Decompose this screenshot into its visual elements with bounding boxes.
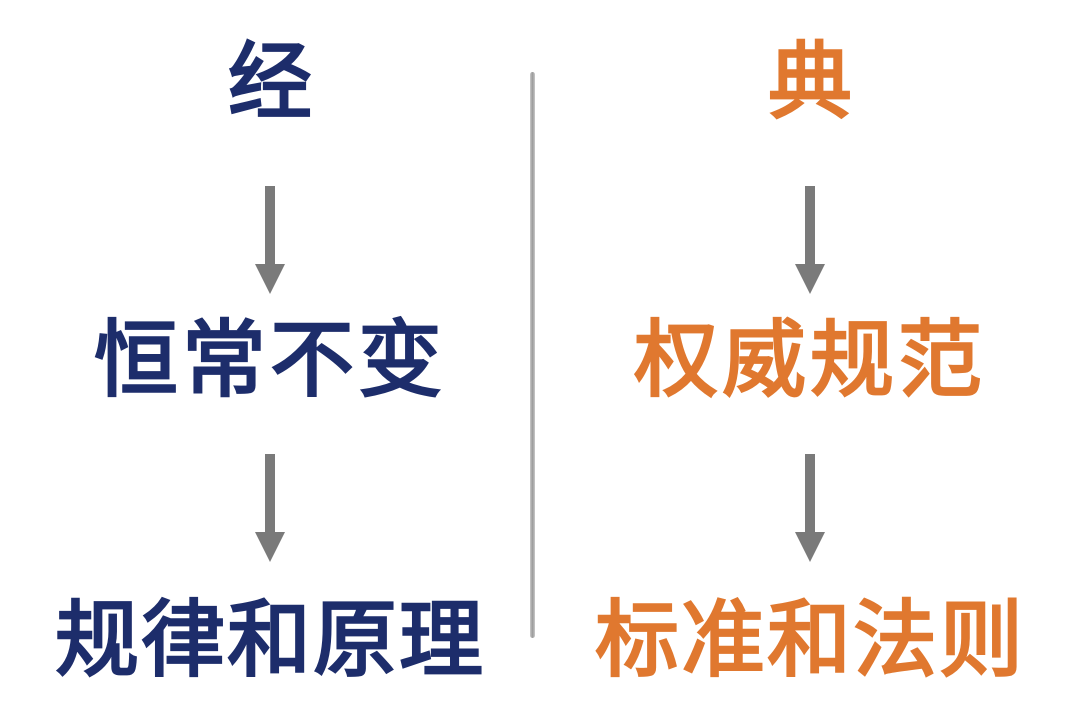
right-arrow-down-icon-1	[795, 186, 825, 294]
left-head-character: 经	[227, 32, 312, 131]
right-mid-term: 权威规范	[633, 310, 986, 409]
vertical-divider	[530, 72, 535, 638]
left-mid-term: 恒常不变	[93, 310, 446, 409]
left-arrow-down-icon-1	[255, 186, 285, 294]
right-arrow-down-icon-2	[795, 454, 825, 562]
right-end-term: 标准和法则	[594, 590, 1025, 689]
right-head-character: 典	[767, 32, 852, 131]
left-arrow-down-icon-2	[255, 454, 285, 562]
right-column: 典 权威规范 标准和法则	[550, 0, 1070, 720]
left-column: 经 恒常不变 规律和原理	[10, 0, 530, 720]
left-end-term: 规律和原理	[54, 590, 485, 689]
